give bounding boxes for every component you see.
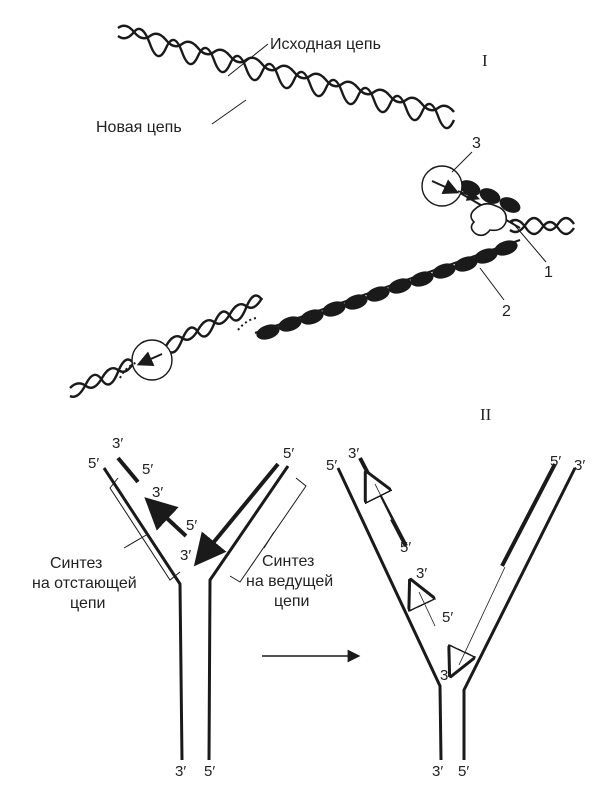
okazaki-fragment-top	[116, 456, 140, 484]
lower-circle-arrow	[136, 351, 163, 367]
right-frag-5-label: 5′	[400, 539, 411, 556]
panel-i: I	[69, 24, 575, 398]
upper-circle-arrow	[431, 179, 460, 195]
left-fork: 3′ 5′ 5′ 3′ 5′ 3′ 5′ 3′ 5′ Синтез на отс…	[32, 435, 333, 780]
left-bottom-left-label: 3′	[175, 763, 186, 780]
ssb-protein-cluster	[256, 180, 521, 340]
right-bottom-right-label: 5′	[458, 763, 469, 780]
right-helix-strand-a	[509, 218, 575, 236]
right-top-inner-3-label: 3′	[348, 445, 359, 462]
leader-marker-1	[511, 221, 547, 263]
right-fork-strand-right	[462, 467, 577, 760]
leading-label-1: Синтез	[262, 553, 314, 570]
panel-i-roman: I	[482, 51, 488, 70]
right-inner-right-strand	[500, 463, 557, 567]
right-lead-3-label: 3′	[440, 667, 451, 684]
right-fork-strand-left	[336, 467, 443, 761]
polymerase-circle-lower	[131, 339, 173, 381]
upper-helix-strand-a	[117, 24, 455, 113]
right-top-outer-5-label: 5′	[326, 457, 337, 474]
leader-marker-3	[451, 151, 473, 173]
new-lagging-fragment-2-outline	[418, 591, 436, 627]
new-lagging-fragment-1	[372, 484, 390, 521]
left-mid-frag-3-label: 3′	[152, 484, 163, 501]
leading-label-3: цепи	[274, 593, 309, 610]
left-frag-5-label: 5′	[142, 461, 153, 478]
leader-new-strand	[211, 99, 247, 125]
right-helix-strand-b	[509, 216, 575, 234]
leading-strand-new	[193, 462, 280, 567]
left-top-outer-label: 5′	[88, 455, 99, 472]
label-new-strand: Новая цепь	[96, 119, 182, 136]
okazaki-fragment-mid	[144, 497, 188, 538]
upper-strand-direction-arrow	[457, 188, 480, 201]
panel-ii: II 3′ 5′ 5′ 3′ 5′ 3′ 5′ 3′ 5′ Синтез на …	[32, 405, 585, 780]
helicase-enzyme	[470, 202, 508, 237]
lagging-label-2: на отстающей	[32, 575, 137, 592]
left-fork-strand-right	[207, 465, 290, 761]
right-mid-5-label: 5′	[442, 609, 453, 626]
new-lagging-fragment-2	[416, 592, 432, 627]
right-fork: 3′ 5′ 5′ 3′ 5′ 3′ 5′ 3′ 3′ 5′	[326, 445, 585, 780]
panel-ii-roman: II	[480, 405, 492, 424]
left-top-right-label: 5′	[283, 445, 294, 462]
right-top-outer-3-label: 3′	[574, 457, 585, 474]
leading-leader	[263, 531, 275, 549]
lagging-label-1: Синтез	[50, 555, 102, 572]
lagging-bracket	[109, 477, 181, 581]
marker-1: 1	[544, 264, 553, 281]
lagging-leader	[123, 533, 149, 549]
label-original-strand: Исходная цепь	[270, 36, 381, 53]
upper-helix-strand-b	[117, 27, 456, 130]
right-top-inner-5-label: 5′	[550, 453, 561, 470]
left-lead-3-label: 3′	[180, 547, 191, 564]
left-frag-3-label: 3′	[112, 435, 123, 452]
new-leading-strand-outline	[458, 566, 506, 666]
primer-dotted-upper	[237, 317, 257, 331]
right-bottom-left-label: 3′	[432, 763, 443, 780]
marker-3: 3	[472, 135, 481, 152]
leader-original-strand	[227, 43, 269, 77]
marker-2: 2	[502, 303, 511, 320]
left-bottom-right-label: 5′	[204, 763, 215, 780]
new-leading-strand	[456, 565, 504, 664]
leader-marker-2	[479, 267, 505, 301]
right-mid-3-label: 3′	[416, 565, 427, 582]
lagging-label-3: цепи	[70, 595, 105, 612]
leading-label-2: на ведущей	[246, 573, 333, 590]
new-lagging-fragment-1-outline	[374, 483, 394, 521]
left-mid-frag-5-label: 5′	[186, 517, 197, 534]
left-fork-strand-left	[102, 467, 184, 761]
